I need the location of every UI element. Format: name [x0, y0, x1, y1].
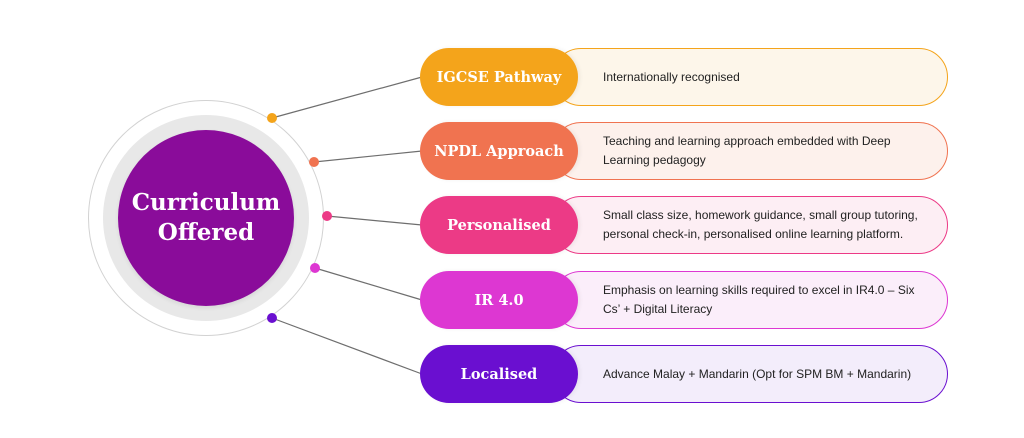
item-label: NPDL Approach [420, 122, 578, 180]
item-description: Teaching and learning approach embedded … [552, 122, 948, 180]
item-description: Emphasis on learning skills required to … [552, 271, 948, 329]
hub-title: Curriculum Offered [131, 189, 281, 246]
curriculum-item: Advance Malay + Mandarin (Opt for SPM BM… [420, 345, 948, 403]
item-label: IGCSE Pathway [420, 48, 578, 106]
connector-line [271, 317, 423, 375]
connector-line [271, 76, 423, 119]
connector-line [314, 267, 423, 301]
connector-dot [309, 157, 319, 167]
curriculum-item: Teaching and learning approach embedded … [420, 122, 948, 180]
curriculum-item: Emphasis on learning skills required to … [420, 271, 948, 329]
item-description: Advance Malay + Mandarin (Opt for SPM BM… [552, 345, 948, 403]
connector-dot [310, 263, 320, 273]
connector-line [313, 150, 423, 163]
connector-dot [322, 211, 332, 221]
item-description: Internationally recognised [552, 48, 948, 106]
item-description: Small class size, homework guidance, sma… [552, 196, 948, 254]
item-label: Personalised [420, 196, 578, 254]
connector-line [326, 215, 423, 226]
item-label: IR 4.0 [420, 271, 578, 329]
connector-dot [267, 313, 277, 323]
item-label: Localised [420, 345, 578, 403]
connector-dot [267, 113, 277, 123]
hub-circle: Curriculum Offered [118, 130, 294, 306]
curriculum-item: Small class size, homework guidance, sma… [420, 196, 948, 254]
